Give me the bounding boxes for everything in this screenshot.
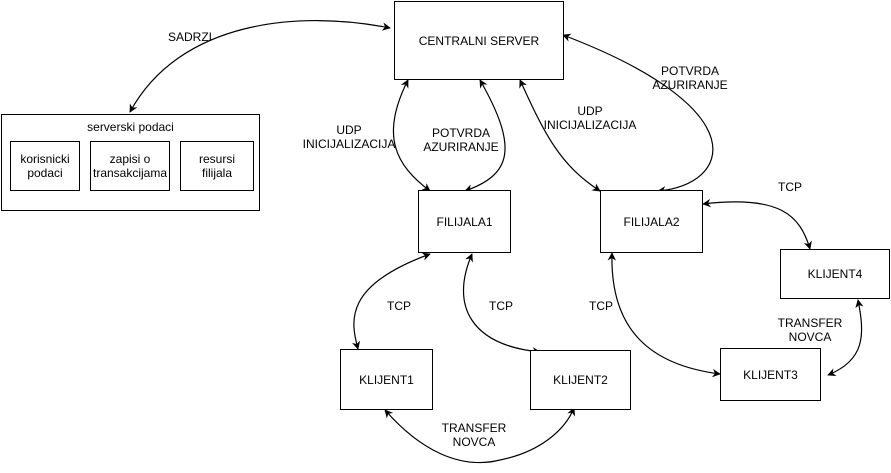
- klijent1-label: KLIJENT1: [359, 372, 414, 387]
- edge-label-potvrda-1: POTVRDA AZURIRANJE: [423, 126, 499, 154]
- arrow-transfer-klijent1-klijent2: [384, 407, 576, 464]
- klijent3-node: KLIJENT3: [720, 348, 821, 401]
- filijala2-label: FILIJALA2: [623, 214, 680, 229]
- arrow-sadrzi: [129, 20, 391, 113]
- edge-label-transfer-1-2: TRANSFER NOVCA: [441, 421, 507, 449]
- filijala1-node: FILIJALA1: [418, 190, 511, 253]
- arrow-potvrda-filijala2: [562, 33, 714, 195]
- filijala2-node: FILIJALA2: [600, 190, 703, 253]
- central-server-node: CENTRALNI SERVER: [394, 1, 564, 80]
- data-store-item-korisnicki: korisnicki podaci: [10, 141, 80, 191]
- edge-label-transfer-3-4: TRANSFER NOVCA: [777, 316, 843, 344]
- klijent3-label: KLIJENT3: [743, 367, 798, 382]
- data-store-item-zapisi: zapisi o transakcijama: [90, 141, 170, 191]
- klijent4-label: KLIJENT4: [807, 267, 863, 281]
- data-store-container: serverski podaci korisnicki podaci zapis…: [1, 114, 260, 211]
- arrow-tcp-klijent1: [351, 252, 431, 350]
- arrow-tcp-klijent2: [463, 253, 541, 356]
- arrow-udp-init-filijala1: [392, 79, 431, 192]
- arrow-udp-init-filijala2: [519, 79, 601, 192]
- data-store-item-resursi: resursi filijala: [180, 141, 254, 191]
- edge-label-tcp-klijent1: TCP: [387, 299, 411, 313]
- klijent2-label: KLIJENT2: [553, 373, 608, 387]
- arrow-tcp-klijent3: [607, 252, 721, 378]
- arrow-potvrda-filijala1: [464, 79, 506, 193]
- klijent1-node: KLIJENT1: [340, 349, 433, 410]
- edge-label-tcp-klijent2: TCP: [489, 299, 513, 313]
- edge-label-potvrda-2: POTVRDA AZURIRANJE: [652, 64, 728, 92]
- edge-label-tcp-klijent4: TCP: [778, 180, 802, 194]
- edge-label-udp-init-1: UDP INICIJALIZACIJA: [302, 123, 396, 151]
- arrow-transfer-klijent3-klijent4: [827, 299, 864, 377]
- central-server-label: CENTRALNI SERVER: [418, 33, 540, 48]
- filijala1-label: FILIJALA1: [436, 214, 493, 229]
- klijent2-node: KLIJENT2: [530, 350, 631, 410]
- edge-label-tcp-klijent3: TCP: [589, 299, 613, 313]
- arrow-tcp-klijent4: [702, 198, 812, 250]
- edge-label-sadrzi: SADRZI: [167, 30, 213, 44]
- edge-label-udp-init-2: UDP INICIJALIZACIJA: [543, 104, 637, 132]
- klijent4-node: KLIJENT4: [780, 249, 890, 299]
- data-store-title: serverski podaci: [87, 120, 174, 134]
